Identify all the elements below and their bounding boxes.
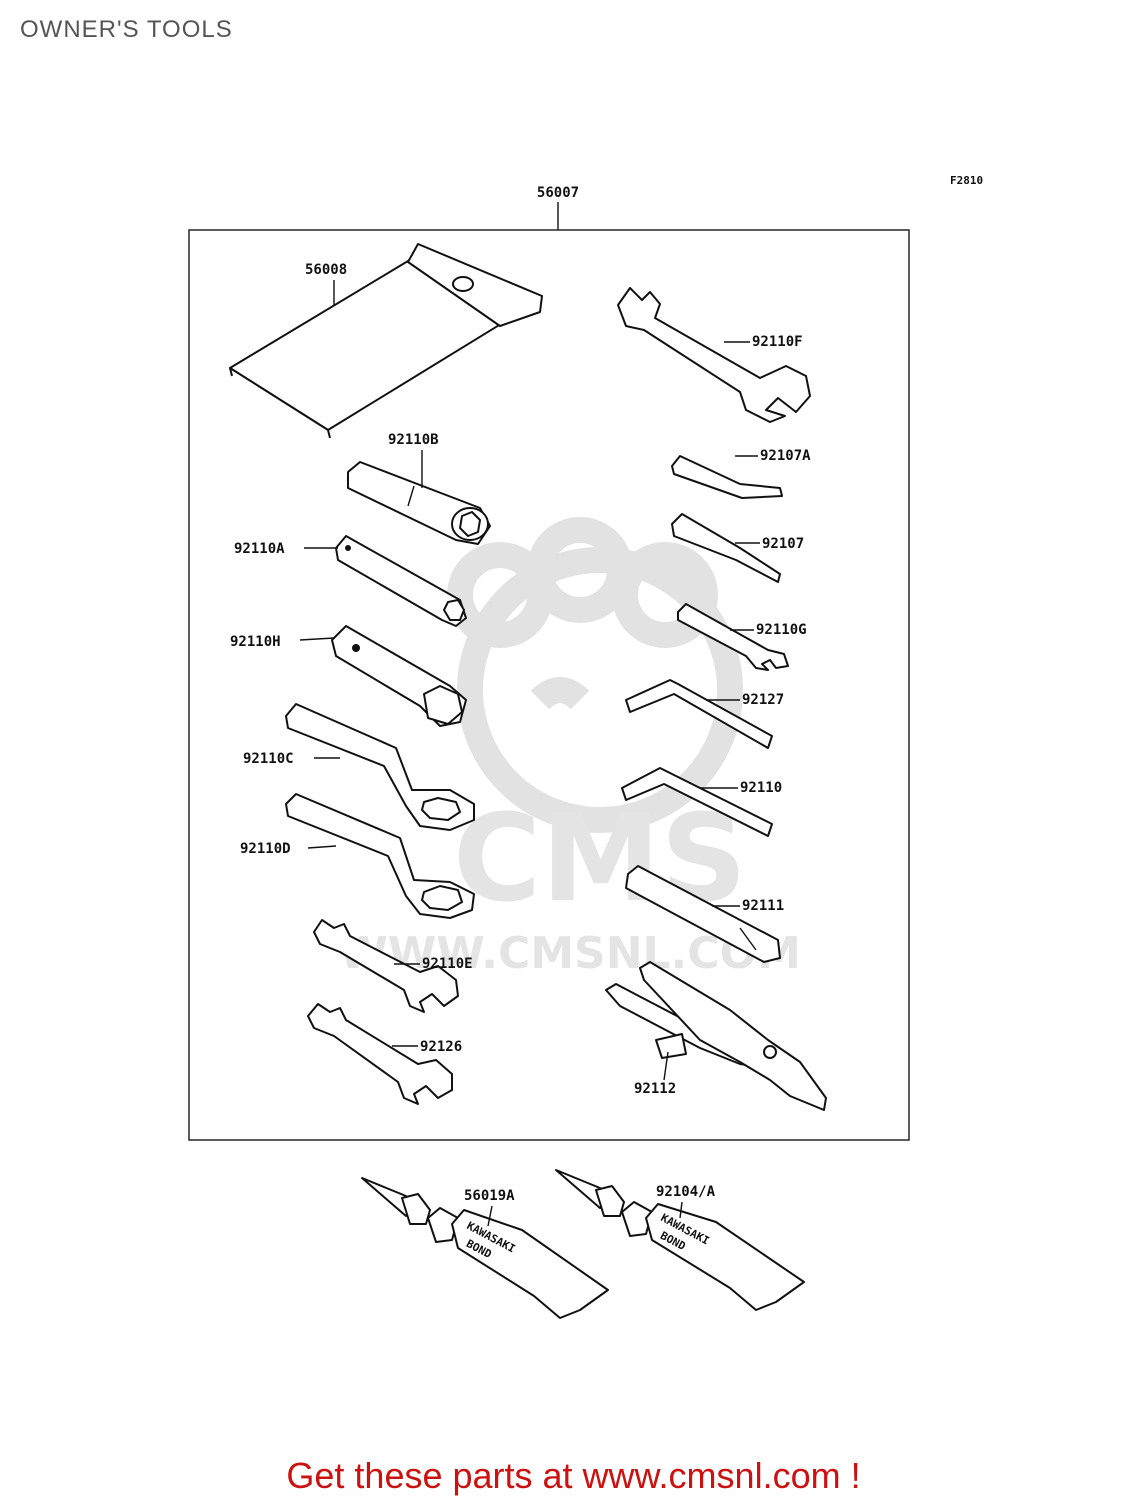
label-92127: 92127 — [742, 692, 784, 708]
box-wrench-92110a: 92110A — [234, 535, 467, 627]
label-56008: 56008 — [305, 262, 347, 278]
screwdriver-92107: 92107 — [671, 513, 804, 583]
handle-92111: 92111 — [625, 865, 784, 963]
box-wrench-92110h: 92110H — [230, 625, 467, 727]
label-92110d: 92110D — [240, 841, 291, 857]
bond-tube-92104a: KAWASAKI BOND 92104/A — [555, 1169, 805, 1311]
wrench-92110f: 92110F — [617, 287, 811, 423]
ring-wrench-92110c: 92110C — [243, 703, 475, 831]
watermark: CMS WWW.CMSNL.COM — [339, 517, 801, 979]
hex-key-92127: 92127 — [625, 679, 784, 749]
footer-promo[interactable]: Get these parts at www.cmsnl.com ! — [286, 1455, 861, 1496]
label-92104a: 92104/A — [656, 1184, 716, 1200]
bond-tube-56019a: KAWASAKI BOND 56019A — [361, 1177, 609, 1319]
label-92110e: 92110E — [422, 956, 473, 972]
label-92111: 92111 — [742, 898, 784, 914]
page-title: OWNER'S TOOLS — [20, 16, 233, 43]
wrench-92110g: 92110G — [677, 603, 807, 671]
kit-frame — [188, 229, 910, 1141]
hex-key-92110: 92110 — [621, 767, 782, 837]
label-92112: 92112 — [634, 1081, 676, 1097]
label-92110b: 92110B — [388, 432, 439, 448]
label-92110f: 92110F — [752, 334, 803, 350]
label-92107: 92107 — [762, 536, 804, 552]
plug-wrench-92110b: 92110B — [347, 432, 491, 545]
label-92110a: 92110A — [234, 541, 285, 557]
label-92110: 92110 — [740, 780, 782, 796]
label-92110h: 92110H — [230, 634, 281, 650]
label-56019a: 56019A — [464, 1188, 515, 1204]
figure-code: F2810 — [950, 174, 983, 187]
label-92126: 92126 — [420, 1039, 462, 1055]
pliers-92112: 92112 — [605, 961, 827, 1111]
tool-pouch: 56008 — [229, 243, 543, 439]
kit-label: 56007 — [537, 185, 579, 201]
wrench-92110e: 92110E — [313, 919, 473, 1013]
label-92110g: 92110G — [756, 622, 807, 638]
screwdriver-92107a: 92107A — [671, 448, 811, 499]
label-92110c: 92110C — [243, 751, 294, 767]
label-92107a: 92107A — [760, 448, 811, 464]
wrench-92126: 92126 — [307, 1003, 462, 1105]
watermark-mascot-icon — [447, 517, 743, 833]
ring-wrench-92110d: 92110D — [240, 793, 475, 919]
